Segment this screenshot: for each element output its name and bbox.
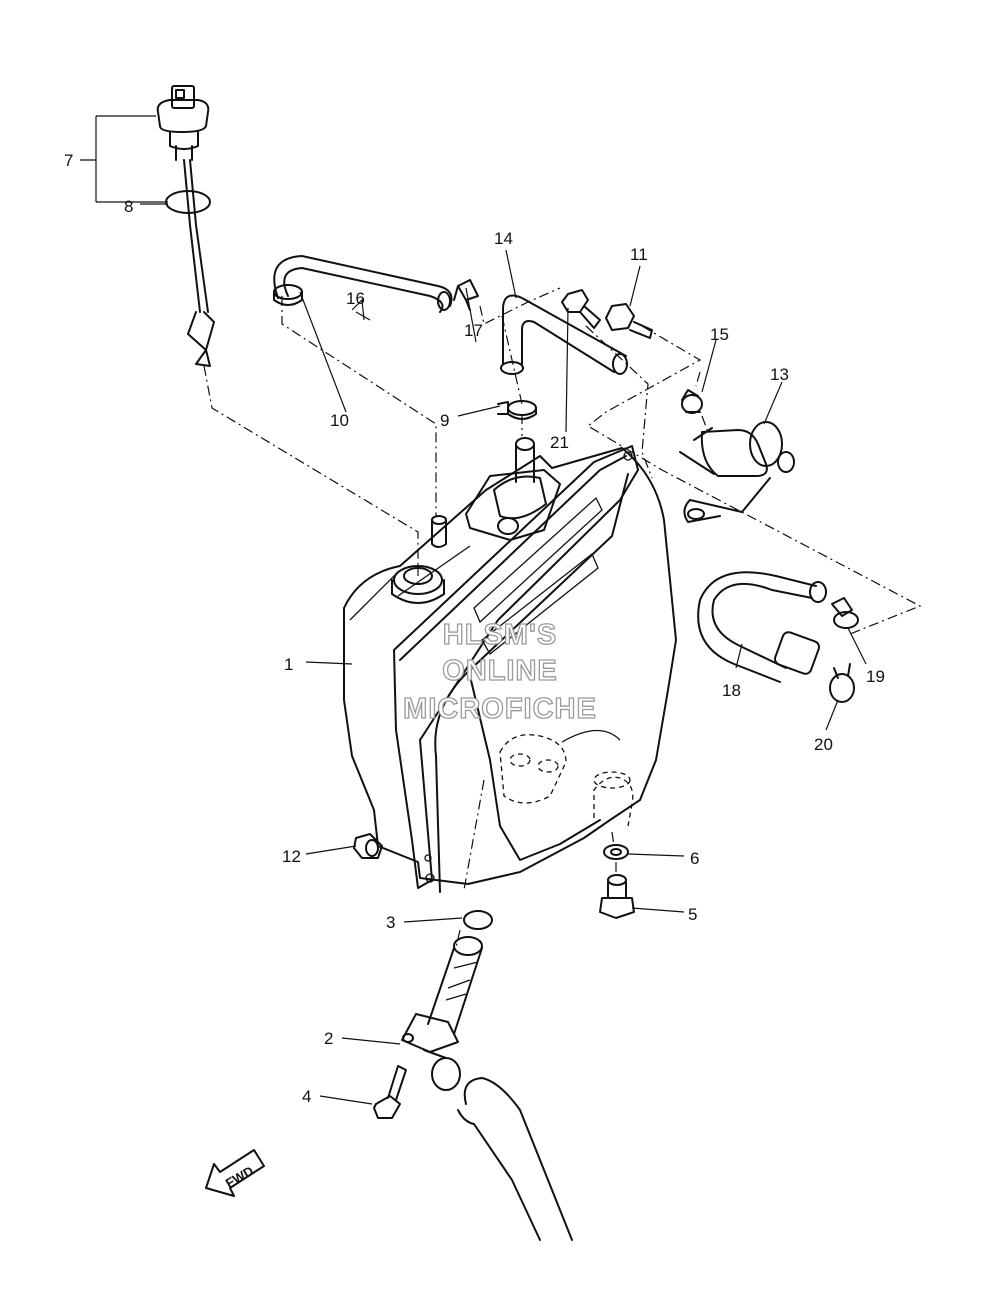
watermark-line-2: ONLINE (442, 655, 558, 687)
leader-lines (80, 115, 867, 1105)
watermark-line-3: MICROFICHE (403, 693, 597, 725)
callout-11: 11 (630, 245, 648, 264)
callout-13: 13 (770, 365, 789, 384)
clip-9-part[interactable] (497, 400, 537, 420)
callout-17: 17 (464, 321, 483, 340)
washer-6-part[interactable] (603, 844, 629, 860)
valve-13-part[interactable] (679, 421, 795, 523)
callout-19: 19 (866, 667, 885, 686)
collar-12-part[interactable] (353, 833, 383, 859)
bolt-11-part[interactable] (605, 303, 653, 339)
hose-18-part[interactable] (697, 571, 827, 683)
callout-9: 9 (440, 411, 449, 430)
hose-16-part[interactable] (273, 255, 453, 313)
bolt-5-part[interactable] (599, 874, 635, 919)
callout-2: 2 (324, 1029, 333, 1048)
callout-16: 16 (346, 289, 365, 308)
clip-19-part[interactable] (831, 597, 859, 629)
callout-6: 6 (690, 849, 699, 868)
oil-level-gauge-part[interactable] (156, 85, 215, 367)
assembly-lines (203, 287, 922, 949)
o-ring-3-part[interactable] (463, 910, 493, 930)
clip-10-part[interactable] (273, 284, 303, 306)
callout-20: 20 (814, 735, 833, 754)
callout-5: 5 (688, 905, 697, 924)
callout-14: 14 (494, 229, 513, 248)
callout-labels: 1 2 3 4 5 6 7 8 9 10 11 12 13 14 15 16 1… (64, 151, 885, 1106)
clip-17-part[interactable] (453, 279, 479, 311)
callout-1: 1 (284, 655, 293, 674)
watermark-line-1: HLSM'S (443, 619, 557, 651)
callout-3: 3 (386, 913, 395, 932)
strainer-pipe-2-part[interactable] (401, 936, 483, 1091)
callout-10: 10 (330, 411, 349, 430)
callout-15: 15 (710, 325, 729, 344)
callout-21: 21 (550, 433, 569, 452)
callout-8: 8 (124, 197, 133, 216)
callout-18: 18 (722, 681, 741, 700)
callout-4: 4 (302, 1087, 311, 1106)
clip-15-part[interactable] (681, 389, 703, 414)
bolt-21-part[interactable] (561, 289, 601, 329)
lower-hose (457, 1077, 573, 1241)
watermark: HLSM'S ONLINE MICROFICHE (403, 618, 597, 725)
callout-7: 7 (64, 151, 73, 170)
hose-14-part[interactable] (500, 294, 628, 375)
callout-12: 12 (282, 847, 301, 866)
cap-20-part[interactable] (829, 663, 855, 703)
fwd-direction-arrow: FWD (205, 1149, 265, 1197)
bolt-4-part[interactable] (373, 1065, 407, 1119)
fwd-arrow-icon (205, 1149, 265, 1197)
